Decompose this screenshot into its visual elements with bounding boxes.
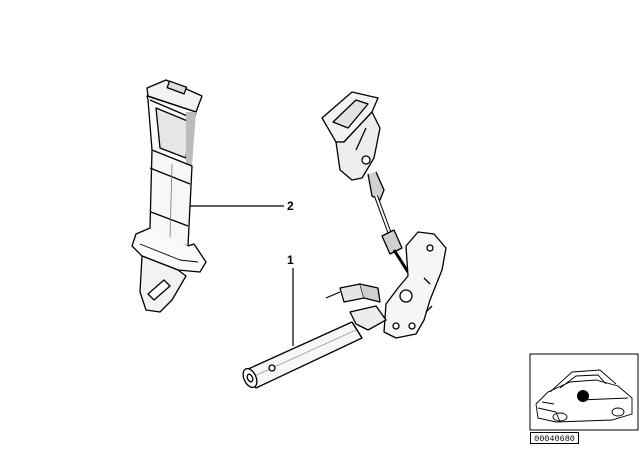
callout-2-label: 2: [287, 199, 294, 213]
location-marker: [577, 390, 589, 402]
callout-1-label: 1: [287, 253, 294, 267]
car-outline: [535, 369, 633, 423]
seat-belt-buckle-strap: [131, 79, 207, 313]
vehicle-location-inset: [529, 353, 639, 431]
seat-belt-buckle-tensioner: [242, 91, 447, 389]
reference-code: 00040680: [530, 432, 579, 444]
